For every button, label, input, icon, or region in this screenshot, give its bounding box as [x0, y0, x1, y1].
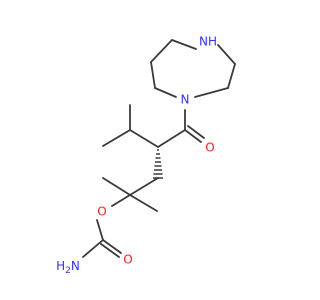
- carbamate-oxygen-label: O: [123, 253, 132, 267]
- bond-quat-to-o: [111, 194, 131, 207]
- ester-oxygen-label: O: [97, 205, 106, 219]
- bond-carbamate-double-a: [102, 239, 122, 254]
- amine-subscript-text: 2: [65, 266, 71, 276]
- diazepane-ring: [150, 39, 236, 98]
- ring-bond-c3-n: [154, 87, 177, 98]
- ring-bond-c2-c3: [150, 61, 156, 89]
- bond-carbamate-to-nh2: [82, 239, 104, 258]
- atom-labels: NH N O O O H2N: [56, 35, 217, 276]
- amine-h-text: H: [56, 259, 65, 273]
- bond-quat-me2: [129, 194, 158, 212]
- bond-carbonyl-to-chiral: [157, 129, 186, 148]
- amine-n-text: N: [71, 259, 80, 273]
- ring-bond-c1-c2: [150, 39, 173, 63]
- ring-bond-c5-nh: [217, 44, 236, 65]
- bond-carbamate-double-b: [100, 243, 120, 258]
- bond-carbonyl-double-b: [187, 125, 205, 139]
- bond-isopropyl-me2: [102, 129, 131, 147]
- bond-quat-me1: [102, 177, 131, 196]
- backbone-bonds: [82, 104, 205, 258]
- bond-chiral-to-isopropyl: [129, 129, 159, 148]
- bond-o-to-carbamate-c: [96, 219, 104, 241]
- molecule-structure: NH N O O O H2N: [56, 35, 236, 276]
- ring-bond-nh-c1: [171, 39, 197, 50]
- bond-ch2-to-quat: [129, 177, 159, 196]
- ring-n-label: N: [181, 93, 190, 107]
- ring-bond-c4-c5: [227, 63, 236, 89]
- ring-nh-label: NH: [199, 35, 217, 49]
- bond-carbonyl-double-a: [184, 129, 202, 143]
- molecule-canvas: NH N O O O H2N: [56, 34, 236, 276]
- ring-bond-n-c4: [194, 87, 229, 98]
- hashed-wedge-bond: [153, 149, 163, 179]
- carbonyl-oxygen-label: O: [205, 141, 214, 155]
- amine-nh2-label: H2N: [56, 259, 80, 276]
